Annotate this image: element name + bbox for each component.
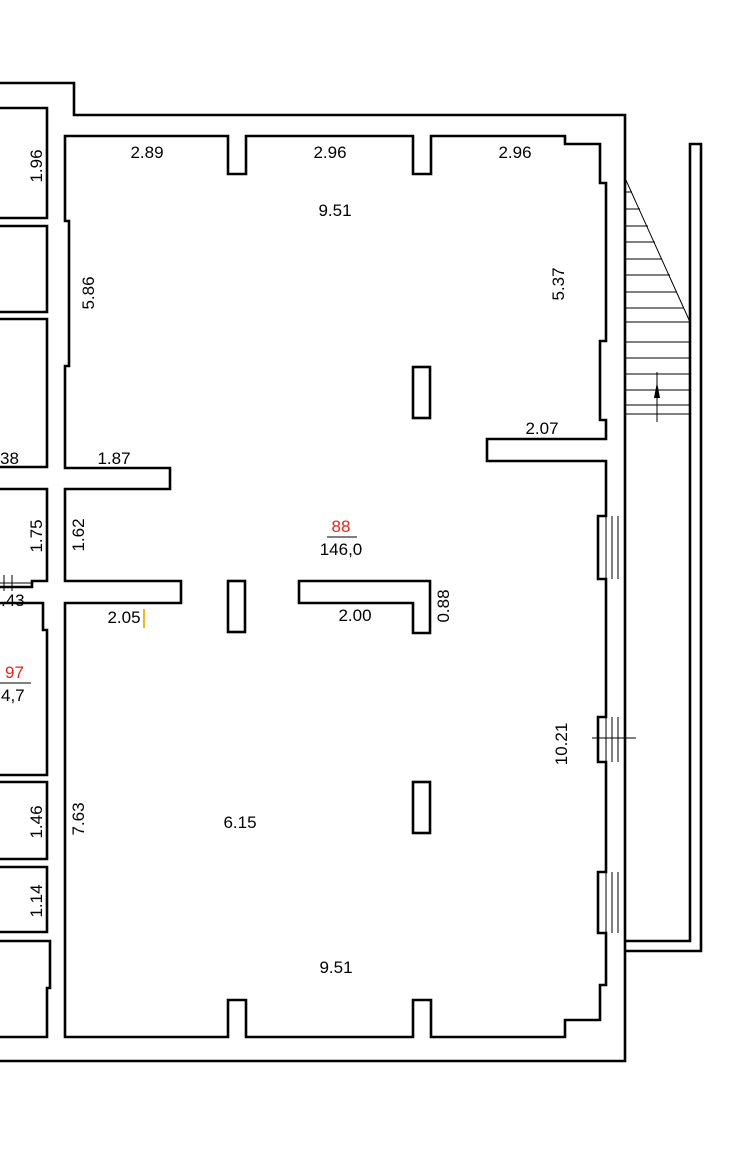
- dim-interior-width: 6.15: [223, 813, 256, 832]
- dim-partition-right: 2.00: [338, 606, 371, 625]
- dim-top-span: 9.51: [318, 201, 351, 220]
- dim-right-upper: 5.37: [549, 267, 568, 300]
- dim-adj-mid: 1.75: [27, 519, 46, 552]
- column-2: [226, 579, 247, 634]
- dim-right-lower: 10.21: [552, 723, 571, 766]
- main-room-inner-wall: [63, 134, 608, 1039]
- adjacent-room-number: 97: [5, 663, 24, 682]
- dim-left-upper: 5.86: [79, 276, 98, 309]
- outer-wall: [0, 81, 627, 1063]
- room-area: 146,0: [320, 540, 363, 559]
- dim-adj-cut-2: .43: [1, 591, 25, 610]
- dim-adj-top: 1.96: [27, 149, 46, 182]
- staircase: [624, 177, 691, 422]
- dim-ledge-left: 1.87: [97, 449, 130, 468]
- window-3: [605, 872, 626, 933]
- dim-bottom-span: 9.51: [319, 958, 352, 977]
- adjacent-rooms: [0, 106, 52, 1039]
- dim-left-mid: 1.62: [69, 518, 88, 551]
- window-2: [605, 717, 626, 762]
- room-number: 88: [332, 517, 351, 536]
- dim-adj-cut-1: 38: [0, 449, 19, 468]
- window-1: [605, 516, 626, 579]
- dim-partition-left: 2.05: [107, 608, 140, 627]
- partition-right: [297, 579, 432, 635]
- dim-adj-lower-2: 1.14: [27, 884, 46, 917]
- dim-ledge-right: 2.07: [525, 419, 558, 438]
- column-1: [411, 365, 432, 420]
- adjacent-room-area: 4,7: [1, 686, 25, 705]
- dim-top-mid: 2.96: [313, 143, 346, 162]
- dim-top-left: 2.89: [130, 143, 163, 162]
- exterior-walkway: [625, 142, 703, 953]
- dim-top-right: 2.96: [498, 143, 531, 162]
- dim-adj-lower-1: 1.46: [27, 805, 46, 838]
- dim-left-lower: 7.63: [69, 802, 88, 835]
- dim-partition-end: 0.88: [434, 589, 453, 622]
- column-3: [411, 780, 432, 835]
